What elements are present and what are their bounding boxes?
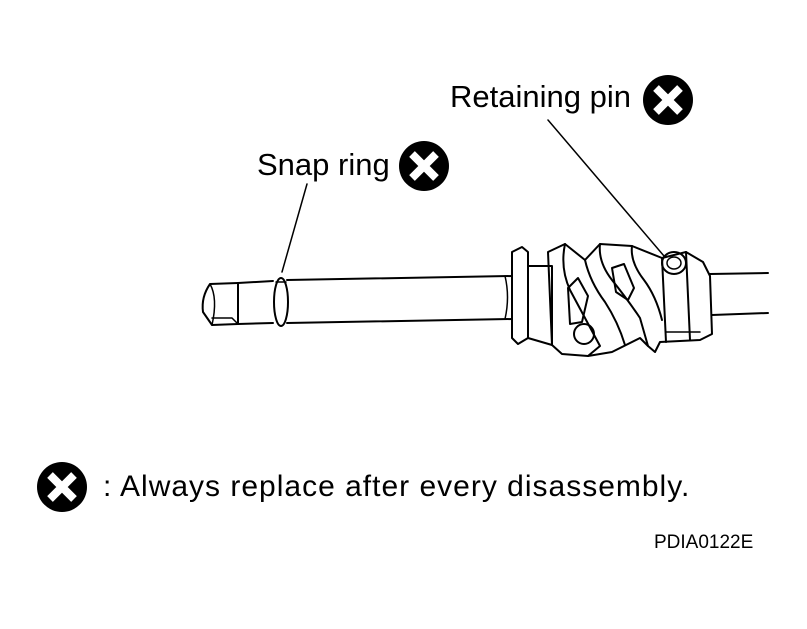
gear-assembly bbox=[511, 243, 769, 357]
snap-ring bbox=[273, 277, 289, 327]
legend-text: : Always replace after every disassembly… bbox=[103, 470, 691, 503]
snap-ring-label: Snap ring bbox=[257, 147, 390, 182]
snap-ring-replace-icon bbox=[399, 141, 449, 191]
snap-ring-leader bbox=[281, 183, 308, 273]
retaining-pin-leader bbox=[547, 119, 665, 257]
retaining-pin-replace-icon bbox=[643, 75, 693, 125]
retaining-pin-label: Retaining pin bbox=[450, 79, 631, 114]
figure-code: PDIA0122E bbox=[654, 532, 754, 553]
shaft bbox=[201, 275, 513, 326]
replace-mark-icon bbox=[37, 462, 87, 512]
